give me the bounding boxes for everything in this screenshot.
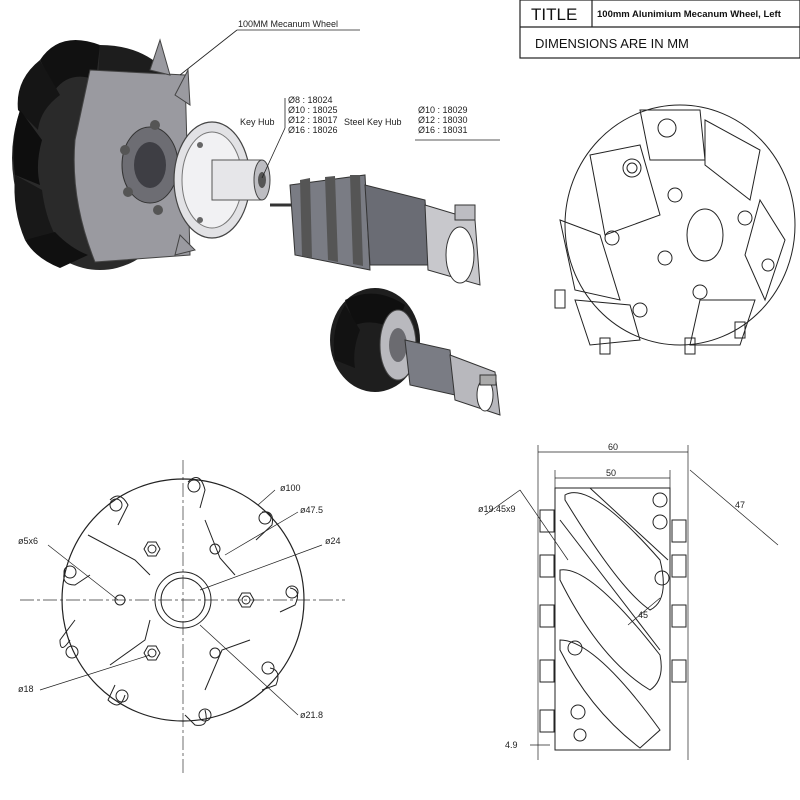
dim-small-hole: ø18 xyxy=(18,684,34,694)
dim-angle: 45 xyxy=(638,610,648,620)
dim-offset: 4.9 xyxy=(505,740,518,750)
dim-bore: ø24 xyxy=(325,536,341,546)
key-hub-callout: Key Hub Ø8 : 18024 Ø10 : 18025 Ø12 : 180… xyxy=(240,95,338,179)
key-hub-part-2: Ø10 : 18025 xyxy=(288,105,338,115)
mecanum-wheel-render xyxy=(12,38,196,270)
wheel-label-callout: 100MM Mecanum Wheel xyxy=(179,19,360,76)
outer-rim-circle xyxy=(61,478,305,722)
key-hub-part-1: Ø8 : 18024 xyxy=(288,95,333,105)
dim-roller-hole: ø5x6 xyxy=(18,536,38,546)
gear-motor-render xyxy=(270,174,481,286)
assembled-wheel-render xyxy=(330,288,501,416)
exploded-view: 100MM Mecanum Wheel Key Hub Ø8 : 18024 Ø… xyxy=(12,19,501,416)
key-hub-render xyxy=(173,121,271,239)
isometric-line-view xyxy=(554,104,796,355)
side-view: 60 50 ø19.45x9 47 45 4.9 xyxy=(478,442,779,760)
title-value: 100mm Alunimium Mecanum Wheel, Left xyxy=(597,9,782,20)
dim-hub-dia: ø21.8 xyxy=(300,710,323,720)
steel-key-hub-label: Steel Key Hub xyxy=(344,117,402,127)
dim-diag: 47 xyxy=(735,500,745,510)
steel-key-hub-part-3: Ø16 : 18031 xyxy=(418,125,468,135)
key-hub-label: Key Hub xyxy=(240,117,275,127)
steel-key-hub-part-1: Ø10 : 18029 xyxy=(418,105,468,115)
wheel-label: 100MM Mecanum Wheel xyxy=(238,19,338,29)
dim-outer-dia: ø100 xyxy=(280,483,301,493)
key-hub-part-4: Ø16 : 18026 xyxy=(288,125,338,135)
dim-inner-width: 50 xyxy=(606,468,616,478)
dim-overall-width: 60 xyxy=(608,442,618,452)
dimensions-note: DIMENSIONS ARE IN MM xyxy=(535,36,689,51)
steel-key-hub-callout: Steel Key Hub Ø10 : 18029 Ø12 : 18030 Ø1… xyxy=(344,105,500,141)
dim-bolt-circle: ø47.5 xyxy=(300,505,323,515)
title-block: TITLE 100mm Alunimium Mecanum Wheel, Lef… xyxy=(519,0,800,59)
steel-key-hub-part-2: Ø12 : 18030 xyxy=(418,115,468,125)
front-view: ø100 ø47.5 ø24 ø5x6 ø18 ø21.8 xyxy=(18,460,345,775)
dim-roller-dia: ø19.45x9 xyxy=(478,504,516,514)
key-hub-part-3: Ø12 : 18017 xyxy=(288,115,338,125)
title-label: TITLE xyxy=(531,5,577,24)
